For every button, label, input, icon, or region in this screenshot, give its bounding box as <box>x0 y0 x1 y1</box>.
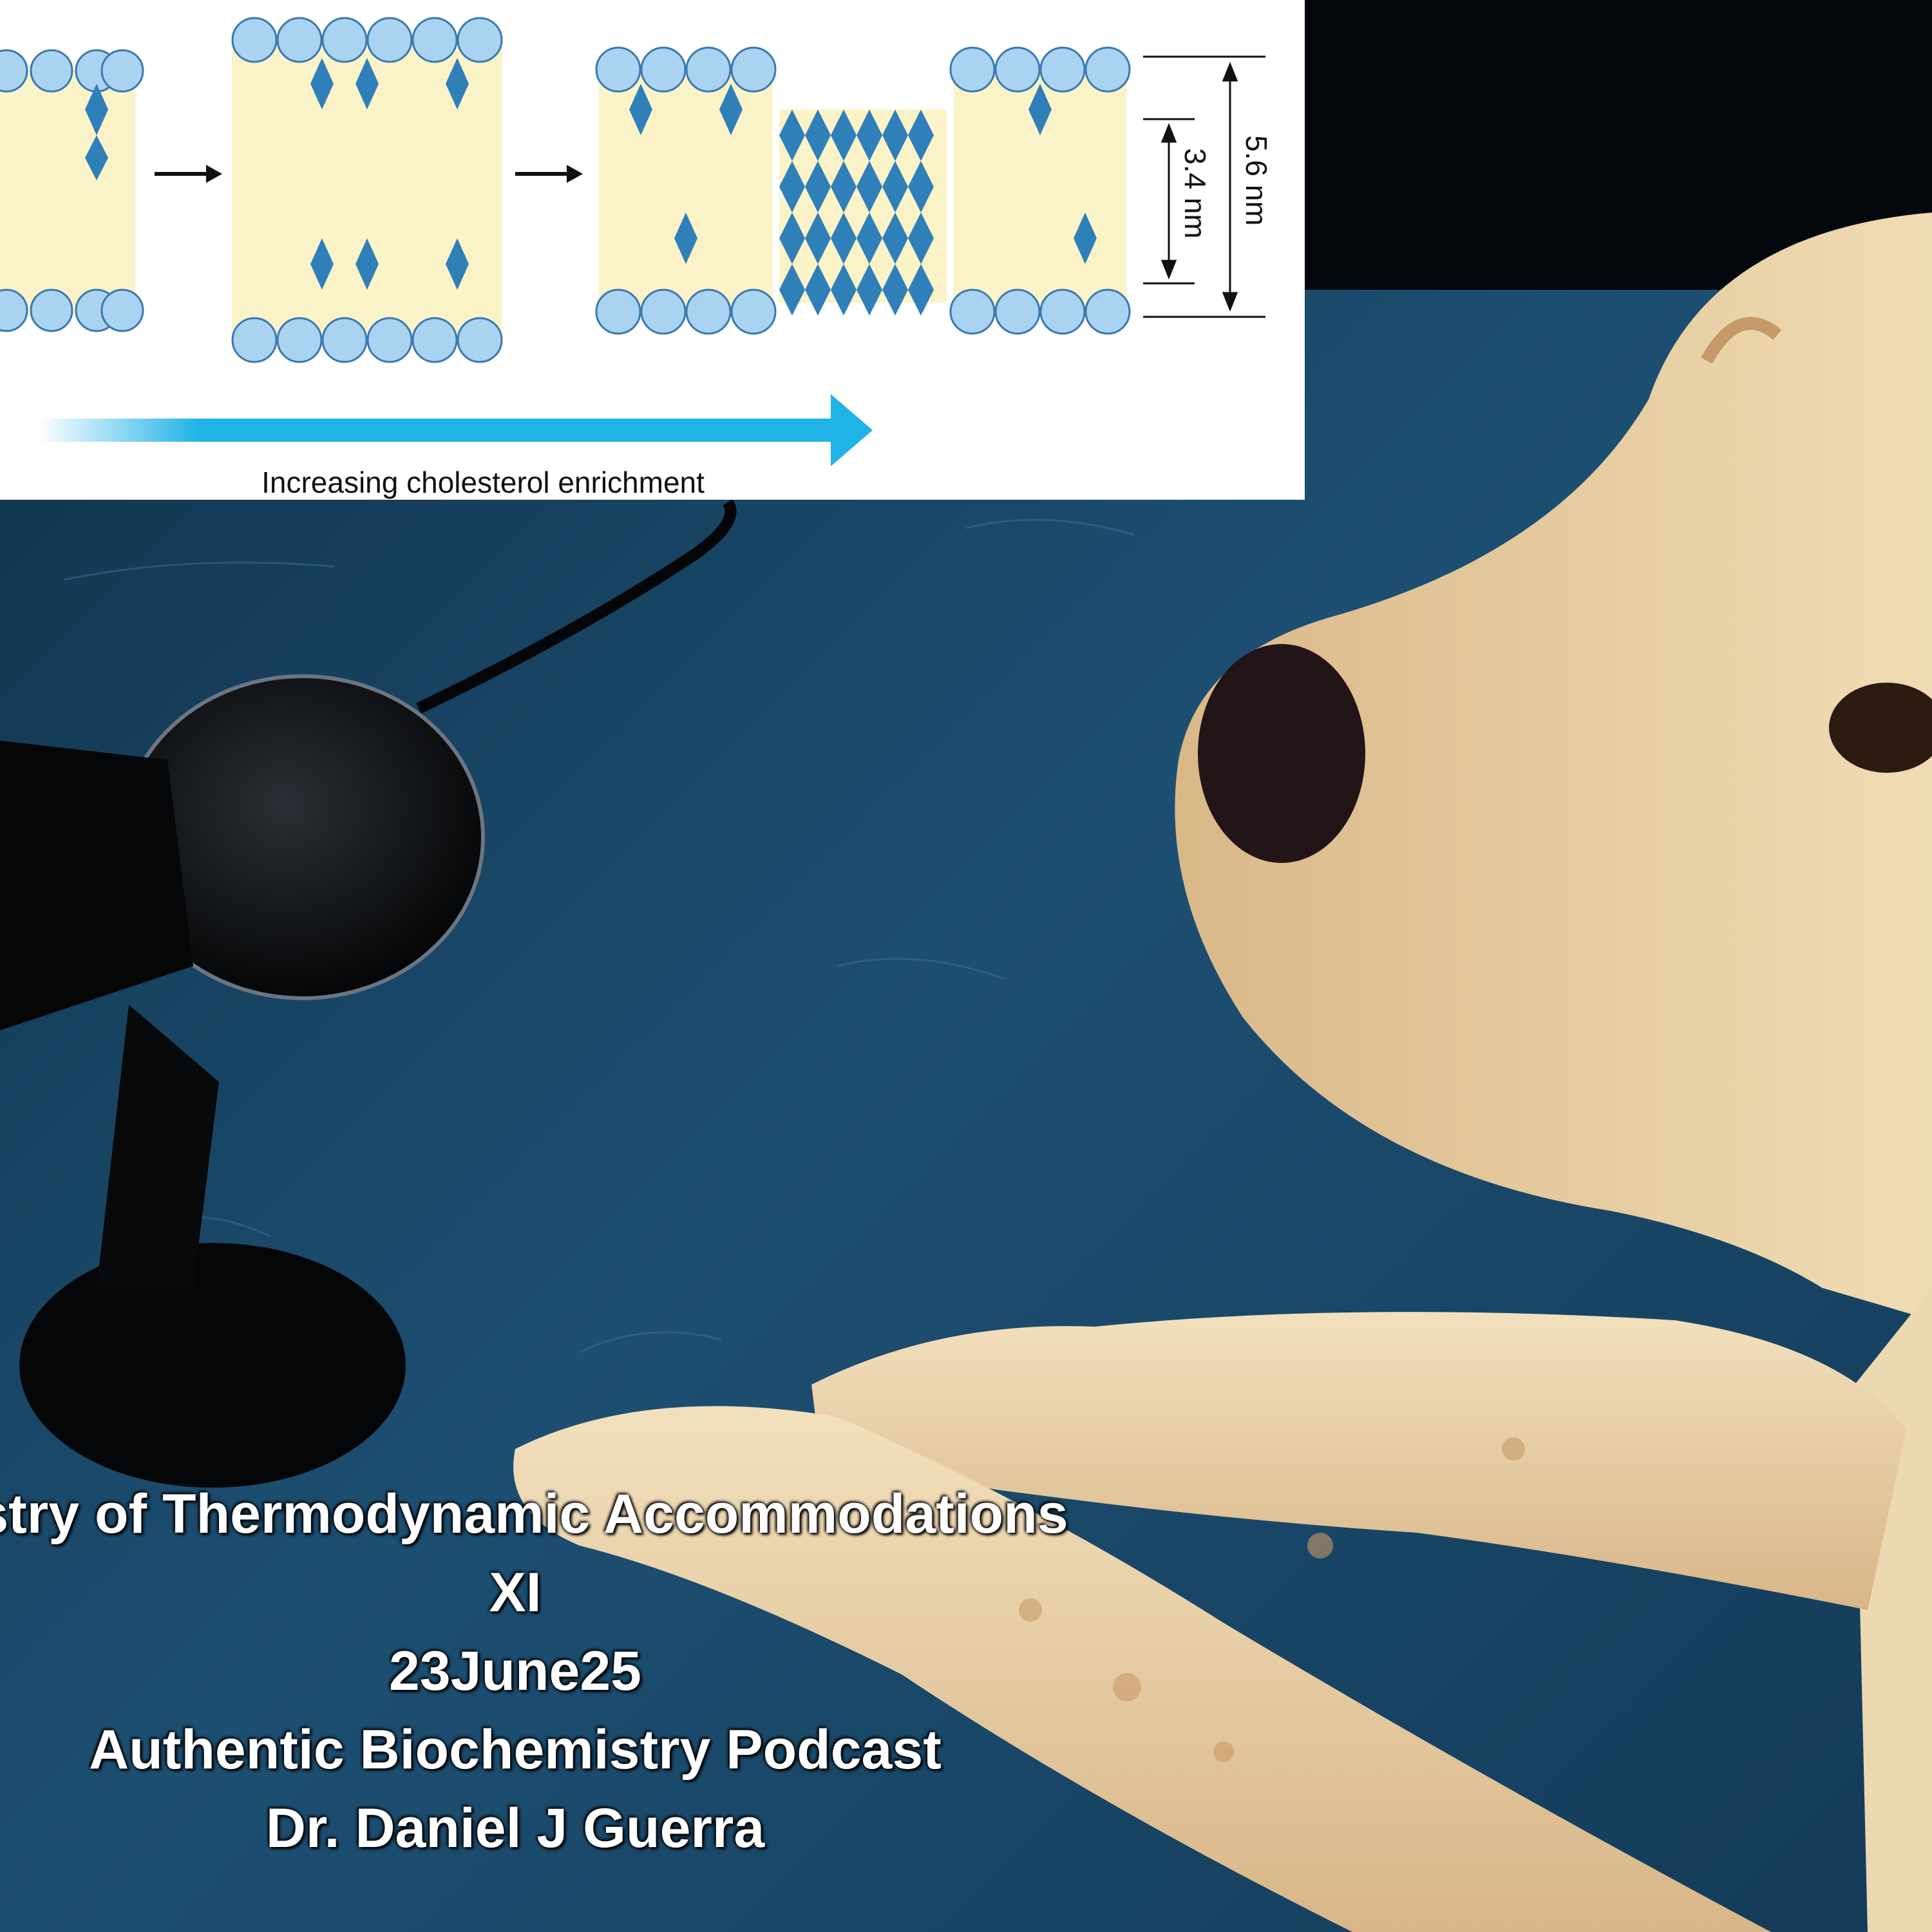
enrichment-arrow-head <box>831 394 873 466</box>
microphone-head <box>122 676 483 998</box>
membrane-segment-4 <box>949 46 1131 335</box>
show-name: Authentic Biochemistry Podcast <box>89 1719 942 1781</box>
membrane-segment-3 <box>595 46 777 335</box>
enrichment-arrow-shaft <box>39 419 844 442</box>
episode-title: istry of Thermodynamic Accommodations <box>0 1483 1068 1545</box>
outer-thickness-label: 5.6 nm <box>1240 135 1273 226</box>
dog-head <box>1175 213 1932 1320</box>
enrichment-caption: Increasing cholesterol enrichment <box>261 466 705 499</box>
membrane-segment-2 <box>231 17 503 363</box>
step-arrow-1 <box>155 165 222 183</box>
dog-nose <box>1198 644 1365 863</box>
mic-stand-base <box>19 1243 406 1488</box>
dog-leg-lower <box>513 1406 1771 1932</box>
cholesterol-raft <box>779 109 947 316</box>
episode-date: 23June25 <box>388 1640 642 1702</box>
step-arrow-2 <box>515 165 583 183</box>
host-name: Dr. Daniel J Guerra <box>265 1797 765 1859</box>
episode-number: XI <box>489 1562 542 1624</box>
mic-cable <box>416 499 737 714</box>
lipid-bilayer-diagram: 5.6 nm 3.4 nm Increasing cholesterol enr… <box>0 0 1305 500</box>
dog-eye <box>1829 683 1932 773</box>
podcast-title-block: istry of Thermodynamic Accommodations XI… <box>0 1475 1068 1868</box>
dog-leg-upper <box>811 1312 1906 1610</box>
membrane-segment-1 <box>0 49 144 332</box>
thickness-markers <box>1143 55 1265 318</box>
mic-stand-arm <box>97 1005 219 1288</box>
inner-thickness-label: 3.4 nm <box>1179 148 1212 239</box>
